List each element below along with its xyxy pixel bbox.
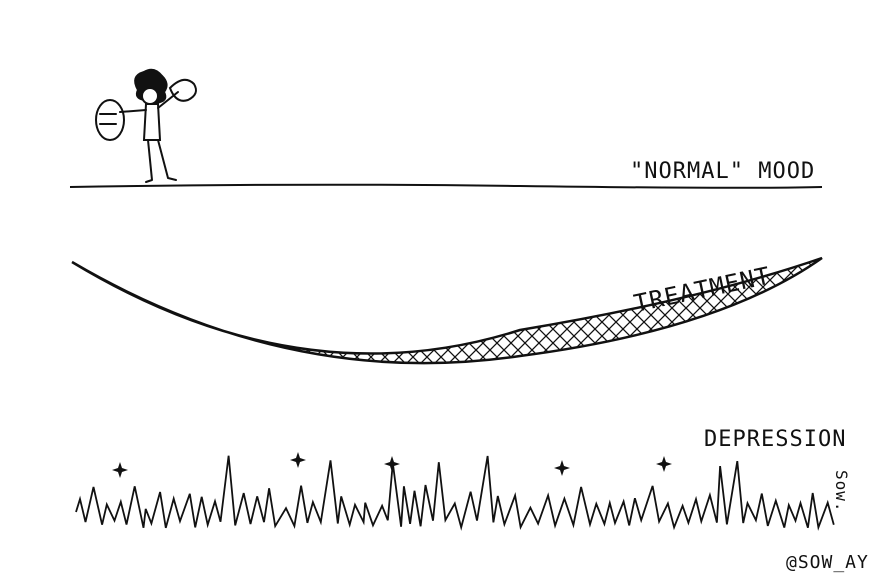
- treatment-net: [71, 256, 823, 365]
- sparkle-icons: [112, 452, 672, 478]
- normal-mood-label: "NORMAL" MOOD: [630, 159, 815, 184]
- person-figure: [95, 68, 197, 183]
- handle: @SOW_AY: [786, 552, 869, 573]
- normal-mood-line: [69, 183, 823, 189]
- spike-line: [75, 455, 835, 531]
- depression-spikes: [75, 455, 835, 531]
- signature: Sow.: [832, 470, 851, 513]
- depression-label: DEPRESSION: [704, 427, 846, 452]
